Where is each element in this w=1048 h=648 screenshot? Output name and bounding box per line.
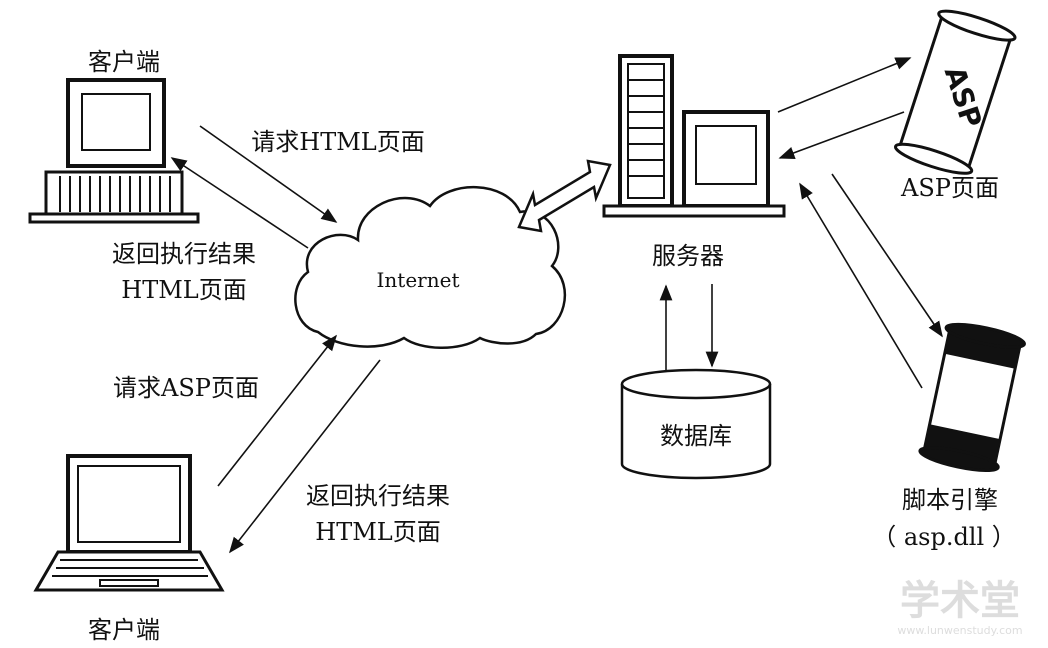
client-top-label: 客户端 xyxy=(88,48,160,76)
database-icon xyxy=(620,368,772,480)
top-client-return-arrow xyxy=(170,157,309,249)
server-label: 服务器 xyxy=(652,242,724,270)
desktop-client-icon xyxy=(28,78,200,224)
return-result-1-line1: 返回执行结果 xyxy=(112,240,256,268)
script-engine-label-line1: 脚本引擎 xyxy=(902,486,998,514)
server-icon xyxy=(602,54,786,218)
internet-cloud-icon xyxy=(294,186,567,349)
return-result-2-line1: 返回执行结果 xyxy=(306,482,450,510)
asp-page-scroll-icon xyxy=(893,9,1017,175)
watermark-title: 学术堂 xyxy=(900,578,1020,624)
client-bottom-label: 客户端 xyxy=(88,616,160,644)
laptop-client-icon xyxy=(33,454,225,592)
script-engine-scroll-icon xyxy=(918,322,1026,472)
top-client-request-arrow xyxy=(199,125,338,223)
watermark-url: www.lunwenstudy.com xyxy=(897,624,1022,637)
database-label: 数据库 xyxy=(660,422,732,450)
bottom-client-return-arrow xyxy=(229,359,381,554)
internet-label: Internet xyxy=(377,268,460,292)
asp-page-label: ASP页面 xyxy=(900,174,999,202)
engine-to-server-arrow xyxy=(799,182,923,389)
server-to-asp-arrow xyxy=(777,57,912,113)
server-to-engine-arrow xyxy=(831,173,943,338)
script-engine-label-line2: （ asp.dll ） xyxy=(872,523,1016,551)
asp-to-server-arrow xyxy=(778,111,905,159)
request-asp-label: 请求ASP页面 xyxy=(113,374,259,402)
request-html-label: 请求HTML页面 xyxy=(251,128,424,156)
internet-server-link-arrow xyxy=(517,159,612,233)
return-result-2-line2: HTML页面 xyxy=(315,518,440,546)
bottom-client-request-arrow xyxy=(217,334,337,487)
watermark-logo: 学术堂 www.lunwenstudy.com xyxy=(897,578,1022,637)
return-result-1-line2: HTML页面 xyxy=(121,276,246,304)
